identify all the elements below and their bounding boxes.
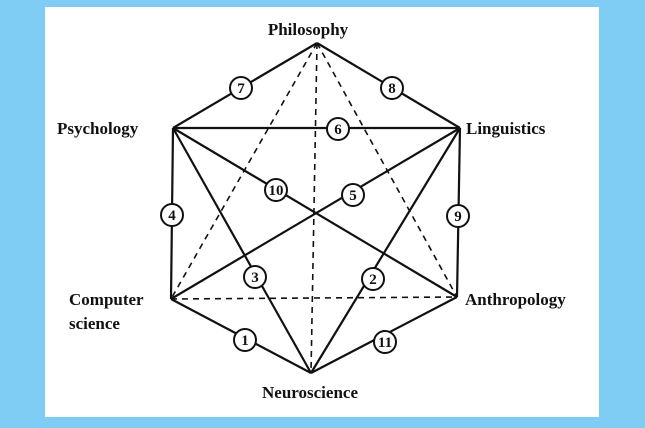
edge-philosophy-anthropology-dashed [316, 42, 458, 298]
edge-number-circle [233, 328, 257, 352]
edge-number-circle [326, 117, 350, 141]
node-label-line: Computer [69, 290, 144, 309]
edge-number-circle [264, 178, 288, 202]
node-label-linguistics: Linguistics [466, 119, 546, 138]
node-label-neuroscience: Neuroscience [262, 383, 358, 402]
edge-philosophy-computer-science-dashed [170, 42, 318, 300]
edge-number-circle [229, 76, 253, 100]
edge-number-1: 1 [233, 328, 257, 352]
edge-number-11: 11 [373, 330, 397, 354]
edge-number-text: 7 [237, 81, 245, 97]
edge-computer-science-anthropology-dashed [170, 296, 458, 300]
edge-number-text: 2 [369, 272, 377, 288]
edge-number-text: 1 [241, 333, 249, 349]
edge-number-circle [380, 76, 404, 100]
edge-number-10: 10 [264, 178, 288, 202]
edge-linguistics-neuroscience [310, 127, 461, 374]
edge-number-8: 8 [380, 76, 404, 100]
edge-number-text: 5 [349, 188, 357, 204]
edge-number-text: 11 [378, 335, 392, 351]
edge-philosophy-neuroscience-dashed [310, 42, 318, 374]
edge-psychology-neuroscience [172, 127, 312, 374]
edge-number-4: 4 [160, 203, 184, 227]
node-label-line: science [69, 314, 120, 333]
edge-number-9: 9 [446, 204, 470, 228]
node-label-psychology: Psychology [57, 119, 139, 138]
edge-number-text: 9 [454, 209, 462, 225]
node-labels: PhilosophyLinguisticsAnthropologyNeurosc… [57, 20, 566, 402]
edge-number-circle [361, 267, 385, 291]
edge-number-3: 3 [243, 265, 267, 289]
edge-number-text: 3 [251, 270, 259, 286]
edge-number-circle [446, 204, 470, 228]
edge-psychology-anthropology [172, 127, 458, 298]
edge-number-text: 6 [334, 122, 342, 138]
edge-number-5: 5 [341, 183, 365, 207]
edge-number-2: 2 [361, 267, 385, 291]
node-label-philosophy: Philosophy [268, 20, 349, 39]
edge-number-6: 6 [326, 117, 350, 141]
node-label-anthropology: Anthropology [465, 290, 566, 309]
edge-number-circle [341, 183, 365, 207]
edge-number-text: 4 [168, 208, 176, 224]
node-label-computer-science: Computer science [69, 290, 144, 333]
edge-number-circle [373, 330, 397, 354]
cognitive-science-hexagon-diagram: 1 2 3 4 5 6 7 8 9 10 11 PhilosophyLinguisticsAnthr… [57, 20, 566, 402]
edge-number-badges: 1 2 3 4 5 6 7 8 9 10 11 [160, 76, 470, 354]
edge-number-7: 7 [229, 76, 253, 100]
edge-number-circle [243, 265, 267, 289]
edge-number-circle [160, 203, 184, 227]
edges-layer [169, 42, 462, 374]
edge-number-text: 10 [269, 183, 284, 199]
edge-number-text: 8 [388, 81, 396, 97]
